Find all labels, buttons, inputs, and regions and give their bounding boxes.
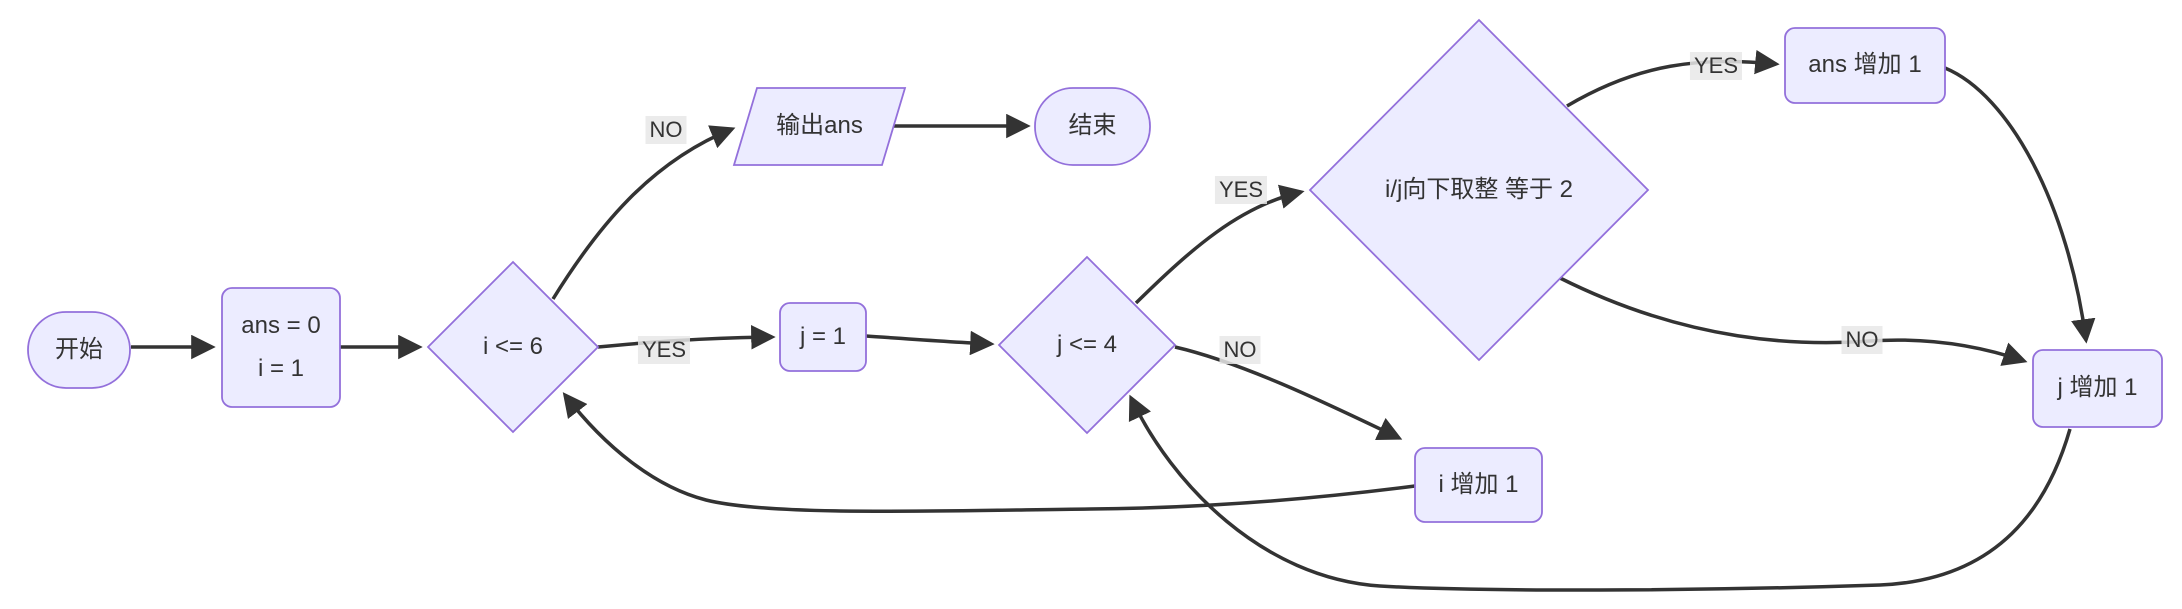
- edge-cond-j-yes-to-cond-div: [1134, 184, 1305, 305]
- edge-i-inc-to-cond-i: [562, 392, 1416, 514]
- edge-set-j-to-cond-j: [865, 330, 995, 356]
- edge-cond-div-no-to-j-inc: [1559, 276, 2028, 366]
- cond-j-node-shape: [997, 255, 1177, 435]
- set-j-node-shape: [779, 302, 867, 372]
- edge-ans-inc-to-j-inc: [1944, 66, 2096, 344]
- edge-cond-div-yes-to-ans-inc: [1566, 49, 1780, 108]
- edge-cond-i-yes-to-set-j: [597, 325, 776, 350]
- cond-i-node-shape: [426, 260, 600, 434]
- edge-cond-j-no-to-i-inc: [1174, 345, 1403, 441]
- init-node-shape: [221, 287, 341, 408]
- j-inc-node-shape: [2032, 349, 2163, 428]
- end-node-shape: [1034, 87, 1151, 166]
- output-node-shape: [732, 87, 907, 166]
- edge-cond-i-no-to-output: [551, 125, 736, 300]
- edge-j-inc-to-cond-j: [1128, 394, 2072, 592]
- i-inc-node-shape: [1414, 447, 1543, 523]
- cond-div-node-shape: [1308, 18, 1650, 362]
- start-node-shape: [27, 311, 131, 389]
- ans-inc-node-shape: [1784, 27, 1946, 104]
